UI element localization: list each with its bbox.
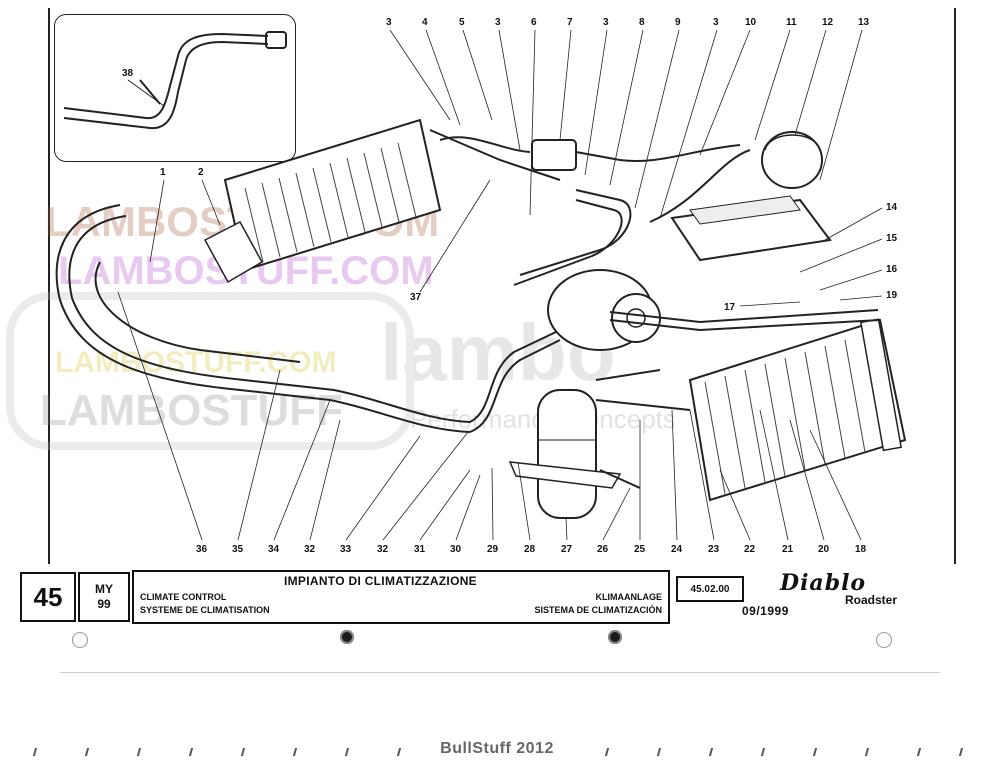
issue-date: 09/1999 [742,604,789,618]
callout-25: 25 [634,544,646,555]
model-year-box: MY 99 [78,572,130,622]
callout-numbers-left: 1 2 37 [160,167,422,303]
small-heater-core [203,220,264,284]
callout-29: 29 [487,544,499,555]
callout-4: 4 [422,17,428,28]
callout-numbers-right: 14 15 16 17 19 [724,202,898,313]
hose-lines [55,129,881,489]
binder-hole-dark-2 [608,630,622,644]
callout-12: 12 [822,17,834,28]
callout-27: 27 [561,544,573,555]
watermark-layer: LAMBOSTUFF.COM LAMBOSTUFF.COM LAMBOSTUFF… [6,198,676,450]
callout-32: 32 [377,544,389,555]
receiver-drier [508,389,622,519]
control-unit-box [670,195,832,262]
callout-14: 14 [886,202,898,213]
callout-7: 7 [567,17,573,28]
callout-36: 36 [196,544,208,555]
callout-6: 6 [531,17,537,28]
callout-21: 21 [782,544,794,555]
callout-3: 3 [386,17,392,28]
callout-34: 34 [268,544,280,555]
page-number-box: 45 [20,572,76,622]
binder-hole-right [876,632,892,648]
callout-9: 9 [675,17,681,28]
callout-28: 28 [524,544,536,555]
callout-19: 19 [886,290,898,301]
ac-compressor [547,269,661,351]
callout-3: 3 [495,17,501,28]
inset-callout-38: 38 [122,68,134,79]
binder-hole-dark-1 [340,630,354,644]
callout-leaders-bottom [117,291,862,541]
callout-23: 23 [708,544,720,555]
callout-16: 16 [886,264,898,275]
callout-30: 30 [450,544,462,555]
title-italian: IMPIANTO DI CLIMATIZZAZIONE [284,574,477,588]
callout-13: 13 [858,17,870,28]
callout-leaders-top [389,29,863,219]
callout-2: 2 [198,167,204,178]
page-divider [60,672,940,673]
section-code-box: 45.02.00 [676,576,744,602]
callout-5: 5 [459,17,465,28]
diagram-frame [48,8,956,564]
inset-detail-box [54,14,296,162]
callout-18: 18 [855,544,867,555]
callout-22: 22 [744,544,756,555]
callout-32: 32 [304,544,316,555]
expansion-valve [531,139,577,171]
expansion-tank [761,131,823,189]
callout-10: 10 [745,17,757,28]
callout-numbers-bottom: 36 35 34 32 33 32 31 30 29 28 27 26 25 2… [196,544,867,555]
title-german: KLIMAANLAGE [595,592,663,602]
title-box: IMPIANTO DI CLIMATIZZAZIONE CLIMATE CONT… [132,570,670,624]
binder-hole-left [72,632,88,648]
callout-3: 3 [603,17,609,28]
brand-logo-text: Diablo [780,570,867,596]
callout-33: 33 [340,544,352,555]
callout-35: 35 [232,544,244,555]
evaporator-core [223,118,442,272]
callout-37: 37 [410,292,422,303]
callout-20: 20 [818,544,830,555]
model-name: Roadster [845,593,898,607]
callout-15: 15 [886,233,898,244]
condenser-core [688,318,907,502]
title-english: CLIMATE CONTROL [140,592,227,602]
callout-26: 26 [597,544,609,555]
callout-11: 11 [786,17,797,28]
title-spanish: SISTEMA DE CLIMATIZACIÓN [534,605,663,615]
title-french: SYSTEME DE CLIMATISATION [140,605,270,615]
callout-24: 24 [671,544,683,555]
inset-leader-38 [127,79,165,107]
callout-3: 3 [713,17,719,28]
model-year-value: 99 [97,597,111,611]
inset-hose [63,31,287,130]
callout-leaders-left [149,179,491,293]
callout-leaders-right [739,207,883,307]
footer-credit: BullStuff 2012 [440,740,554,757]
callout-numbers-top: 3 4 5 3 6 7 3 8 9 3 10 11 12 13 [386,17,870,28]
watermark-car-outline [6,292,414,450]
callout-17: 17 [724,302,736,313]
callout-8: 8 [639,17,645,28]
callout-31: 31 [414,544,426,555]
model-year-label: MY [95,582,113,596]
callout-1: 1 [160,167,166,178]
watermark-text-4: LAMBOSTUFF [40,386,343,435]
